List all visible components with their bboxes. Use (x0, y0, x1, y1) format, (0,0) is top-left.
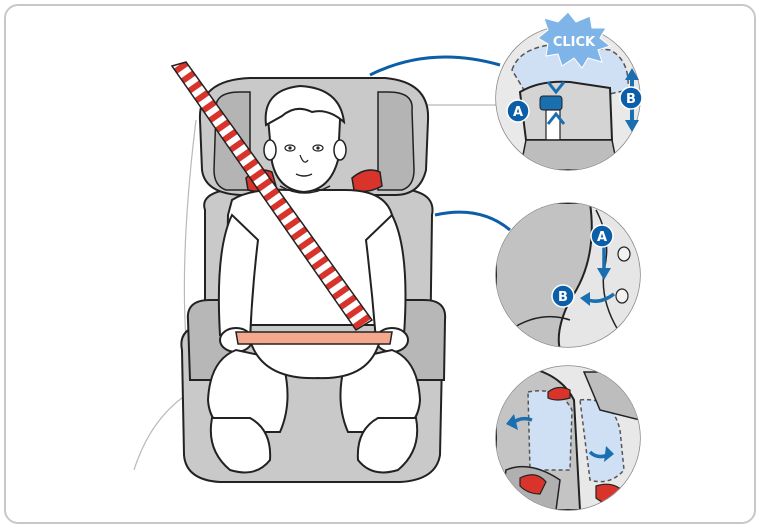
callout-connector-middle (435, 212, 510, 230)
badge-b-top: B (620, 87, 642, 109)
guide-line (134, 395, 186, 470)
detail-side-wing (496, 203, 640, 350)
callout-connector-top (370, 57, 500, 75)
svg-text:A: A (597, 230, 607, 245)
svg-text:A: A (513, 105, 523, 120)
svg-text:B: B (626, 92, 636, 107)
click-label: CLICK (553, 35, 596, 50)
svg-text:B: B (558, 290, 568, 305)
badge-b-middle: B (552, 285, 574, 307)
lap-belt (236, 332, 392, 344)
badge-a-top: A (507, 100, 529, 122)
detail-wing-extension (496, 366, 640, 510)
badge-a-middle: A (591, 225, 613, 247)
